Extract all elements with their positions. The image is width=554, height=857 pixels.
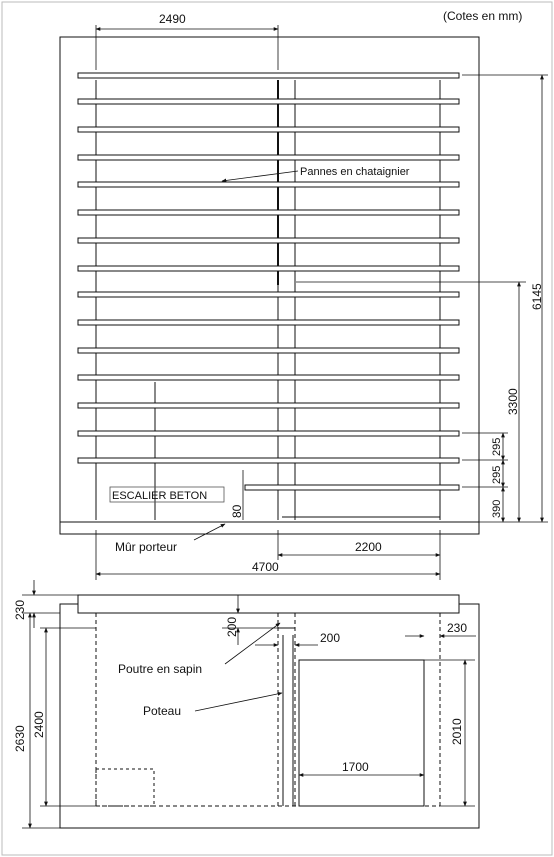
purlin	[77, 154, 460, 161]
stair-label-box	[109, 486, 225, 503]
purlin	[77, 209, 460, 216]
dim-label-295-b: 295	[491, 466, 503, 484]
purlin	[77, 72, 460, 79]
label-beam: Poutre en sapin	[118, 662, 202, 676]
label-post: Poteau	[143, 704, 181, 718]
elevation-dimensions	[22, 580, 476, 829]
dim-label-4700: 4700	[252, 560, 279, 574]
purlin	[77, 126, 460, 133]
dim-label-390: 390	[491, 500, 503, 518]
plan-view	[59, 36, 480, 535]
dim-label-3300: 3300	[506, 388, 520, 415]
purlin	[77, 347, 460, 354]
purlin	[77, 98, 460, 105]
leader-post	[194, 691, 283, 712]
purlin	[77, 374, 460, 381]
dim-label-2010: 2010	[450, 718, 464, 745]
label-stair: ESCALIER BETON	[112, 490, 207, 502]
dim-label-2400: 2400	[32, 711, 46, 738]
dim-label-230-left: 230	[13, 600, 27, 620]
top-beam	[77, 594, 460, 614]
dim-label-200-beam: 200	[225, 617, 239, 637]
purlin	[77, 265, 460, 272]
leader-purlins	[221, 170, 299, 183]
door-frame	[298, 659, 425, 807]
plan-outline	[59, 36, 480, 535]
dim-label-80: 80	[230, 504, 244, 518]
dim-label-200-post: 200	[320, 631, 340, 645]
elevation-outline	[59, 603, 480, 829]
purlin	[77, 181, 460, 188]
stair-outline	[95, 768, 155, 807]
purlin	[77, 291, 460, 298]
leader-wall	[193, 523, 226, 541]
dim-label-295-a: 295	[491, 438, 503, 456]
plan-dimensions	[95, 25, 548, 580]
dim-label-1700: 1700	[342, 760, 369, 774]
purlin	[77, 319, 460, 326]
units-note: (Cotes en mm)	[443, 9, 522, 23]
dim-label-2200: 2200	[355, 540, 382, 554]
leader-beam	[224, 622, 281, 665]
dim-label-6145: 6145	[530, 283, 544, 310]
dim-label-230-right: 230	[447, 621, 467, 635]
elevation-view	[59, 594, 480, 829]
dim-label-2490: 2490	[159, 12, 186, 26]
purlin	[244, 484, 460, 491]
label-wall: Mûr porteur	[115, 540, 177, 554]
label-purlins: Pannes en chataignier	[300, 166, 410, 178]
purlin	[77, 237, 460, 244]
purlin	[77, 457, 460, 464]
purlin	[77, 402, 460, 409]
purlin	[77, 430, 460, 437]
dim-label-2630: 2630	[13, 725, 27, 752]
